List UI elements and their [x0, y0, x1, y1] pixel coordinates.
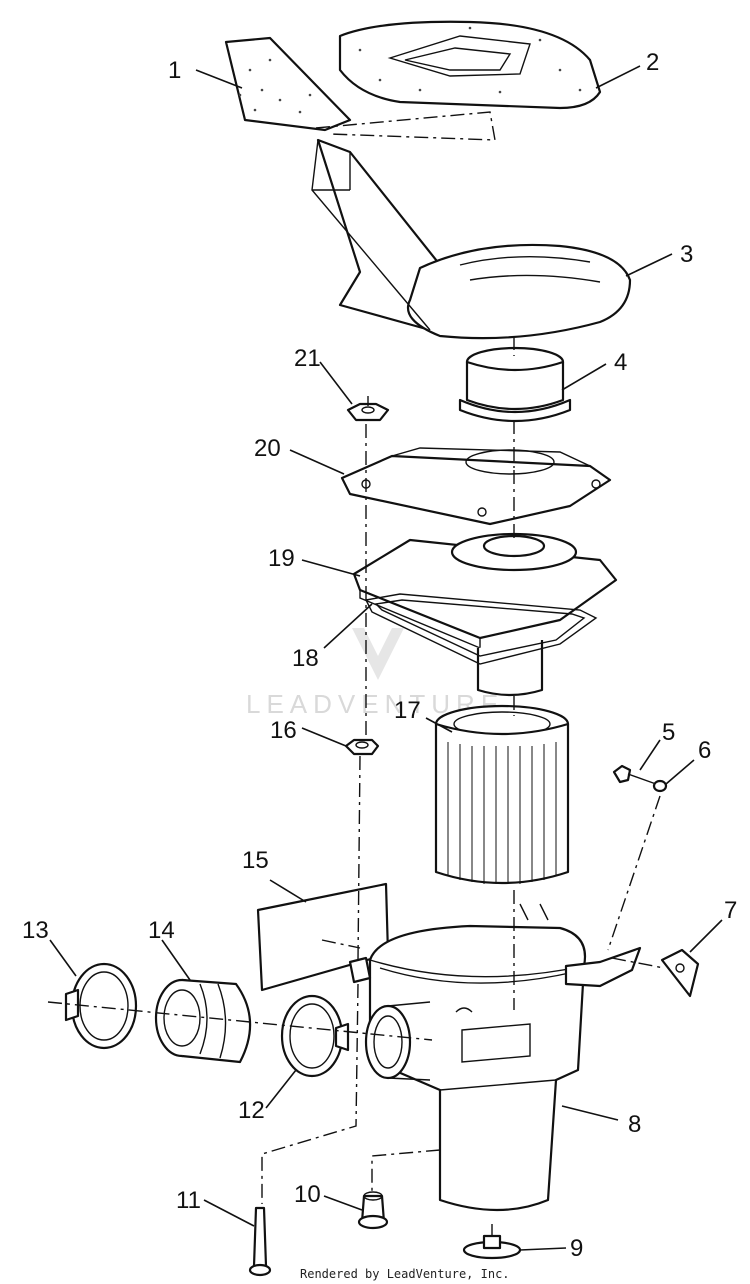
callout-4: 4 — [614, 349, 627, 376]
callout-13: 13 — [22, 917, 49, 944]
callout-6: 6 — [698, 737, 711, 764]
part-17-filter — [434, 704, 570, 885]
callout-1: 1 — [168, 57, 181, 84]
callout-11: 11 — [176, 1187, 201, 1214]
part-20-top-plate — [340, 447, 612, 526]
part-1-foam-wedge — [224, 36, 352, 132]
callout-5: 5 — [662, 719, 675, 746]
part-8-airbox — [348, 903, 642, 1212]
part-13-clamp — [64, 962, 138, 1050]
part-2-foam-gasket — [338, 20, 602, 110]
callout-7: 7 — [724, 897, 737, 924]
callout-10: 10 — [294, 1181, 321, 1208]
part-16-nut — [344, 738, 380, 756]
part-18-gasket — [364, 593, 598, 665]
part-6-washer — [652, 779, 668, 793]
part-10-grommet — [357, 1191, 389, 1230]
callout-12: 12 — [238, 1097, 265, 1124]
callouts: 1 2 3 4 5 6 7 8 9 10 11 12 13 14 15 16 1… — [22, 49, 737, 1262]
callout-15: 15 — [242, 847, 269, 874]
callout-2: 2 — [646, 49, 659, 76]
callout-21: 21 — [294, 345, 321, 372]
box-outlet-tube — [364, 1001, 431, 1081]
callout-17: 17 — [394, 697, 421, 724]
callout-18: 18 — [292, 645, 319, 672]
callout-14: 14 — [148, 917, 175, 944]
part-12-clamp — [280, 994, 350, 1078]
part-3-intake-housing — [311, 138, 632, 340]
callout-9: 9 — [570, 1235, 583, 1262]
part-19-lid — [352, 532, 618, 697]
leader-lines — [49, 65, 723, 1251]
part-11-screw — [248, 1206, 272, 1277]
callout-19: 19 — [268, 545, 295, 572]
callout-3: 3 — [680, 241, 693, 268]
footer-credit: Rendered by LeadVenture, Inc. — [300, 1267, 510, 1281]
part-14-intake-boot — [154, 978, 252, 1064]
callout-8: 8 — [628, 1111, 641, 1138]
part-9-drain — [462, 1234, 522, 1260]
part-4-coupler — [458, 346, 572, 423]
callout-20: 20 — [254, 435, 281, 462]
callout-16: 16 — [270, 717, 297, 744]
part-21-wing-nut — [346, 402, 390, 422]
part-5-bolt — [612, 764, 657, 785]
part-7-bracket — [660, 948, 700, 998]
